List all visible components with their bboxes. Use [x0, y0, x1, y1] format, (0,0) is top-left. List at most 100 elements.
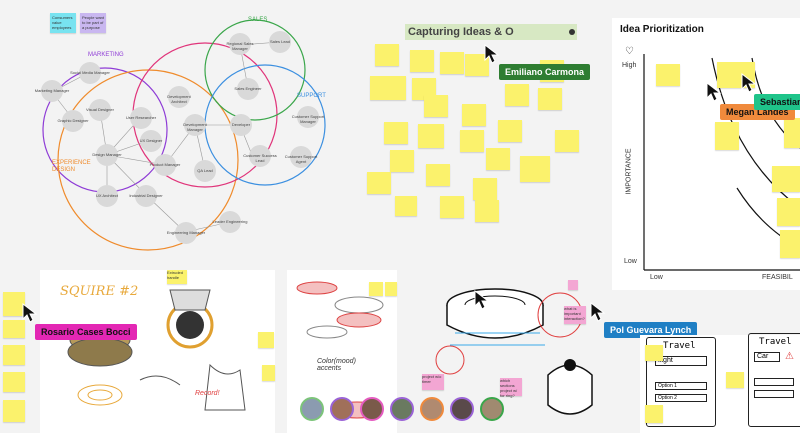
- mindmap-node[interactable]: [140, 130, 162, 152]
- option-row[interactable]: Option 2: [655, 394, 707, 402]
- avatar[interactable]: [360, 397, 384, 421]
- idea-sticky[interactable]: [390, 150, 414, 172]
- mindmap-node[interactable]: [297, 106, 319, 128]
- mindmap-node[interactable]: [62, 110, 84, 132]
- priority-sticky[interactable]: [780, 230, 800, 258]
- option-row[interactable]: [754, 390, 794, 398]
- idea-sticky[interactable]: [426, 164, 450, 186]
- idea-sticky[interactable]: [384, 122, 408, 144]
- idea-sticky[interactable]: [538, 88, 562, 110]
- sticky-text: People want to be part of a purpose: [82, 15, 105, 30]
- node-label: Sales Lead: [269, 39, 290, 44]
- idea-sticky[interactable]: [370, 76, 406, 100]
- idea-sticky[interactable]: [375, 44, 399, 66]
- pink-sticky[interactable]: what is important interaction?: [564, 306, 586, 324]
- mindmap-node[interactable]: [194, 160, 216, 182]
- priority-sticky[interactable]: [715, 122, 739, 150]
- avatar[interactable]: [300, 397, 324, 421]
- flight-field[interactable]: flight: [655, 356, 707, 366]
- idea-sticky[interactable]: [367, 172, 391, 194]
- pink-sticky[interactable]: project w/o timer: [422, 374, 444, 390]
- sketch-sticky[interactable]: [369, 282, 383, 296]
- idea-sticky[interactable]: [440, 52, 464, 74]
- idea-sticky[interactable]: [465, 54, 489, 76]
- mindmap-node[interactable]: [41, 80, 63, 102]
- mindmap-node[interactable]: [230, 114, 252, 136]
- option-row[interactable]: Option 1: [655, 382, 707, 390]
- group-label-support: SUPPORT: [297, 93, 326, 99]
- car-field[interactable]: Car: [754, 352, 780, 362]
- idea-sticky[interactable]: [486, 148, 510, 170]
- idea-sticky[interactable]: [462, 104, 486, 126]
- pink-sticky[interactable]: which sections project w/ for ring?: [500, 378, 522, 398]
- sticky-note[interactable]: Consumers value employees: [50, 13, 76, 33]
- avatar[interactable]: [420, 397, 444, 421]
- sketch-board[interactable]: SQUIRE #2 Extruded handle Record!: [40, 270, 275, 433]
- idea-sticky[interactable]: [418, 124, 444, 148]
- side-sticky[interactable]: [3, 345, 25, 365]
- mindmap-node[interactable]: [154, 154, 176, 176]
- option-row[interactable]: [754, 378, 794, 386]
- mindmap-node[interactable]: [237, 78, 259, 100]
- idea-sticky[interactable]: [505, 84, 529, 106]
- idea-sticky[interactable]: [475, 200, 499, 222]
- mindmap-node[interactable]: [184, 114, 206, 136]
- avatar[interactable]: [390, 397, 414, 421]
- sketch-title: SQUIRE #2: [60, 284, 139, 299]
- sticky-note[interactable]: People want to be part of a purpose: [80, 13, 106, 33]
- priority-sticky[interactable]: [777, 198, 800, 226]
- group-label-sales: SALES: [248, 17, 268, 23]
- mindmap-node[interactable]: [79, 62, 101, 84]
- travel-sticky[interactable]: [645, 345, 663, 361]
- side-sticky[interactable]: [3, 400, 25, 422]
- idea-sticky[interactable]: [440, 196, 464, 218]
- priority-sticky[interactable]: [772, 166, 800, 192]
- travel-board[interactable]: Travel flight Option 1 Option 2 Travel C…: [640, 333, 800, 433]
- travel-sticky[interactable]: [726, 372, 744, 388]
- mindmap-node[interactable]: [175, 222, 197, 244]
- priority-sticky[interactable]: [784, 118, 800, 148]
- avatar[interactable]: [450, 397, 474, 421]
- side-sticky[interactable]: [3, 292, 25, 316]
- group-label-marketing: MARKETING: [88, 52, 124, 58]
- prioritization-panel[interactable]: Idea Prioritization ♡ High Low IMPORTANC…: [612, 18, 800, 290]
- idea-sticky[interactable]: [412, 78, 436, 100]
- avatar[interactable]: [330, 397, 354, 421]
- idea-sticky[interactable]: [520, 156, 550, 182]
- pink-sticky[interactable]: [568, 280, 578, 290]
- idea-sticky[interactable]: [410, 50, 434, 72]
- idea-sticky[interactable]: [395, 196, 417, 216]
- node-label: QA Lead: [197, 168, 213, 173]
- travel-sticky[interactable]: [645, 405, 663, 423]
- sketch-sticky[interactable]: [385, 282, 397, 296]
- mindmap-node[interactable]: [130, 107, 152, 129]
- side-sticky[interactable]: [3, 372, 25, 392]
- mindmap-node[interactable]: [135, 185, 157, 207]
- resize-handle-icon[interactable]: [569, 29, 575, 35]
- idea-sticky[interactable]: [424, 95, 448, 117]
- mindmap-node[interactable]: [168, 86, 190, 108]
- sketch-sticky[interactable]: [262, 365, 275, 381]
- idea-sticky[interactable]: [473, 178, 497, 200]
- ideas-title-bar[interactable]: Capturing Ideas & O: [405, 24, 577, 40]
- mindmap-node[interactable]: [219, 211, 241, 233]
- travel-card[interactable]: Travel flight Option 1 Option 2: [646, 337, 716, 427]
- mindmap-node[interactable]: [290, 146, 312, 168]
- priority-sticky[interactable]: [656, 64, 680, 86]
- mindmap-node[interactable]: [96, 185, 118, 207]
- mindmap-node[interactable]: [229, 33, 251, 55]
- travel-card[interactable]: Travel Car ⚠: [748, 333, 800, 427]
- mindmap-node[interactable]: [89, 99, 111, 121]
- mindmap-node[interactable]: [96, 144, 118, 166]
- sketch-sticky[interactable]: Extruded handle: [167, 270, 187, 284]
- idea-sticky[interactable]: [498, 120, 522, 142]
- mindmap-node[interactable]: [249, 145, 271, 167]
- idea-sticky[interactable]: [460, 130, 484, 152]
- node-label: Customer Support Manager: [291, 114, 325, 124]
- avatar[interactable]: [480, 397, 504, 421]
- side-sticky[interactable]: [3, 320, 25, 338]
- idea-sticky[interactable]: [555, 130, 579, 152]
- sketch-sticky[interactable]: [258, 332, 274, 348]
- mindmap-node[interactable]: [269, 31, 291, 53]
